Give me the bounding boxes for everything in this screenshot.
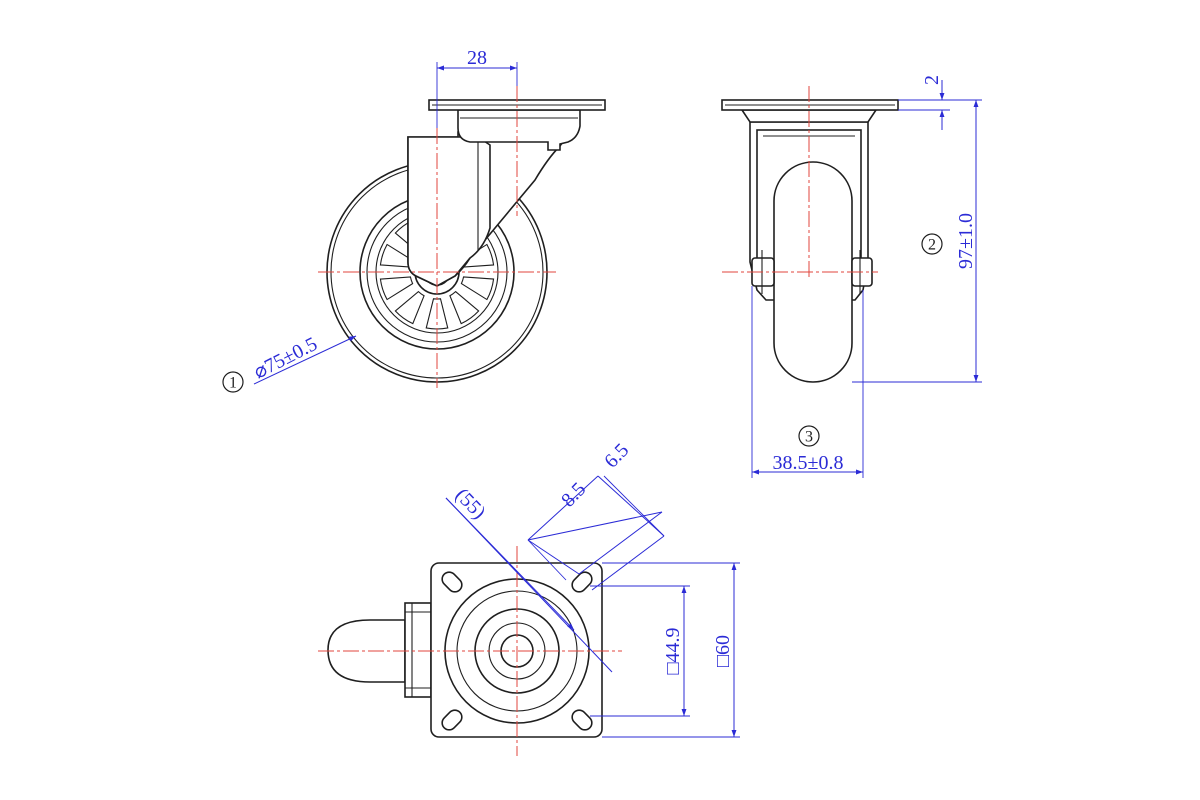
dimension-total-height: 97±1.0 [955, 213, 977, 269]
bolt-hole [441, 709, 463, 731]
bolt-hole [571, 709, 593, 731]
wheel-spoke-slot [379, 276, 414, 301]
dimension-plate-size: □60 [712, 635, 734, 667]
top-wheel [327, 619, 406, 683]
swivel-head [457, 109, 581, 151]
callout-1-circle [222, 371, 244, 393]
bolt-holes [441, 571, 593, 731]
bolt-hole [441, 571, 463, 593]
dimension-hole-spacing-diagonal: (55) [451, 484, 490, 523]
dimension-hole-slot-length: 8.5 [557, 478, 590, 511]
side-view: 28 ⌀75±0.5 1 [222, 47, 606, 393]
dimension-plate-offset: 28 [467, 47, 487, 69]
fork-leg-front [407, 136, 491, 287]
top-fork-block [404, 602, 432, 698]
wheel-spoke-slot [460, 276, 495, 301]
bolt-hole [571, 571, 593, 593]
callout-2-label: 2 [928, 237, 936, 254]
dimension-hole-diameter: 6.5 [600, 439, 633, 472]
front-view: 2 97±1.0 2 38.5±0.8 3 [721, 75, 982, 478]
callout-2-circle [921, 233, 943, 255]
wheel-spoke-slot [425, 298, 449, 330]
dimension-hole-pitch: □44.9 [662, 627, 684, 674]
top-view: (55) 8.5 6.5 □44.9 □60 [318, 439, 740, 756]
wheel-spoke-slot [449, 290, 480, 325]
dimension-plate-thickness: 2 [921, 75, 943, 85]
wheel-spoke-slot [394, 290, 425, 325]
dimension-wheel-width: 38.5±0.8 [773, 452, 844, 474]
callout-3-label: 3 [805, 429, 813, 446]
callout-1-label: 1 [229, 375, 237, 392]
callout-3-circle [798, 425, 820, 447]
dimension-wheel-diameter: ⌀75±0.5 [250, 333, 321, 383]
